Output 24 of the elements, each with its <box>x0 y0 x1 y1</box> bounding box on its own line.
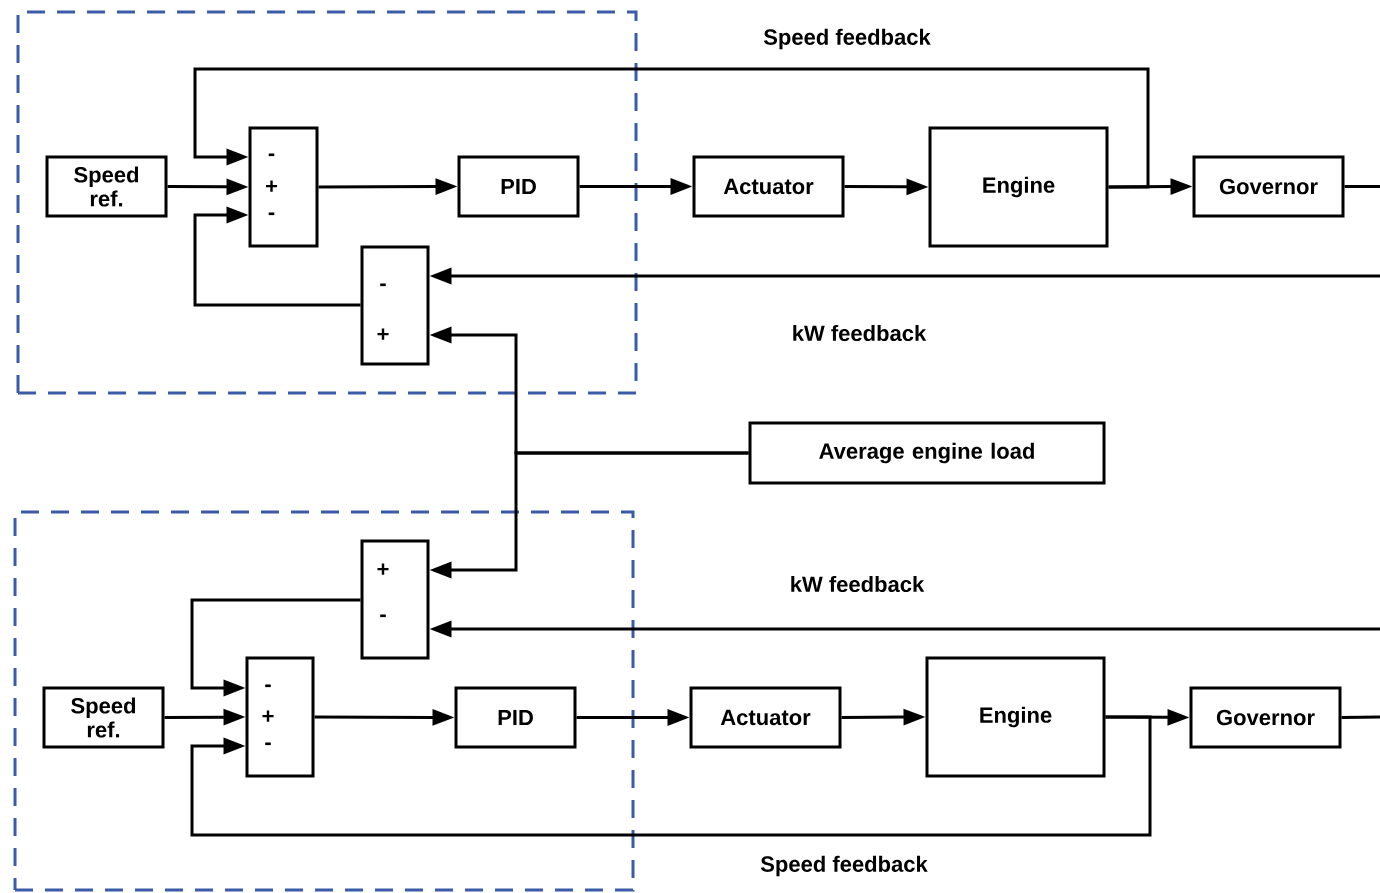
block-box: Average engine load <box>748 421 1106 485</box>
edge-label: Speed feedback <box>761 26 933 52</box>
block-box: Engine <box>928 126 1109 248</box>
block-box: Engine <box>925 656 1106 778</box>
dashed-group-box <box>13 510 635 892</box>
block-box: Speed ref. <box>45 155 168 218</box>
summing-block: + - <box>360 539 430 660</box>
block-box: Actuator <box>692 155 845 218</box>
block-box: PID <box>454 686 577 749</box>
edge-label: kW feedback <box>789 322 929 344</box>
summing-block: - + <box>360 245 430 366</box>
edge-label: Speed feedback <box>758 853 930 879</box>
block-box: Actuator <box>689 686 842 749</box>
dashed-group-box <box>16 10 638 395</box>
block-box: PID <box>457 155 580 218</box>
edge-label: kW feedback <box>787 573 927 595</box>
arrow <box>193 67 1150 189</box>
block-box: Governor <box>1189 686 1342 749</box>
summing-block: - + - <box>248 126 319 248</box>
arrow <box>190 715 1152 837</box>
block-box: Governor <box>1192 155 1345 218</box>
block-box: Speed ref. <box>42 686 165 749</box>
arrow <box>193 206 361 307</box>
summing-block: - + - <box>245 656 315 778</box>
